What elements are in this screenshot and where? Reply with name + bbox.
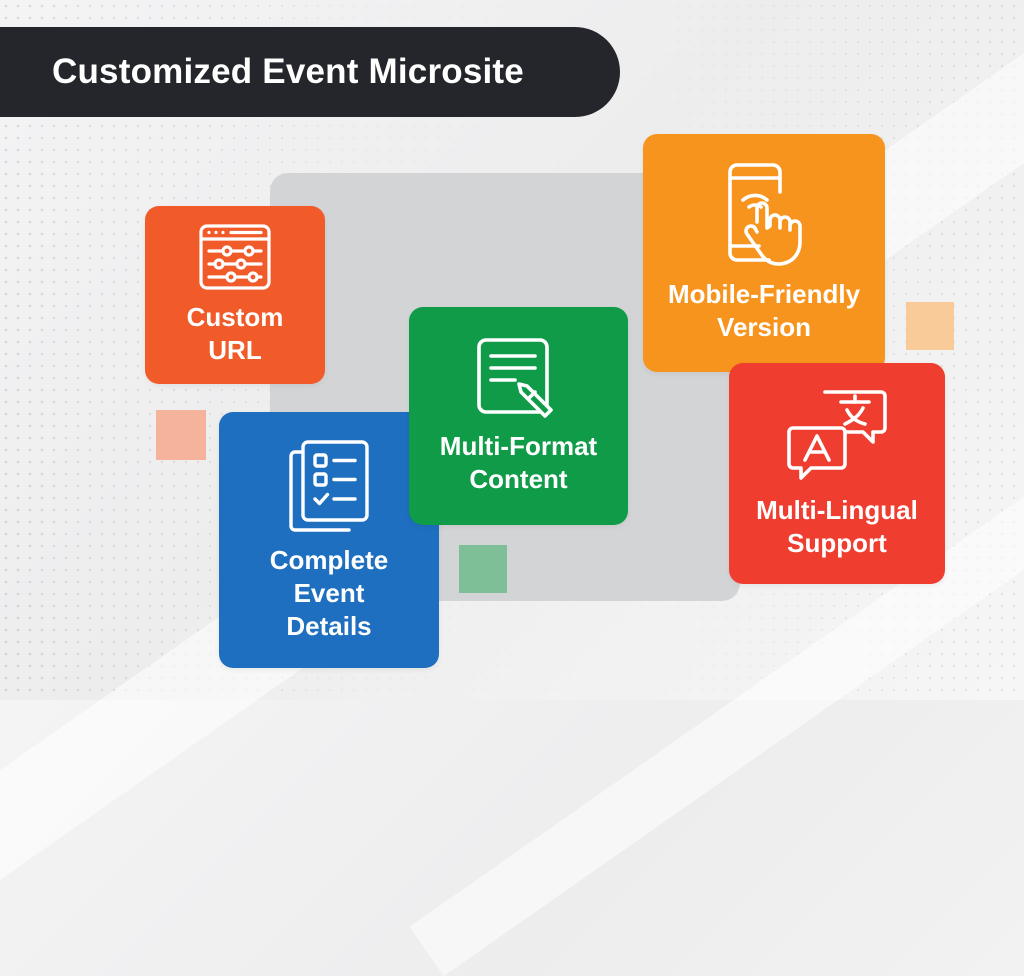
decorative-square	[156, 410, 206, 460]
multi-lingual-label: Multi-Lingual Support	[756, 494, 918, 558]
settings-sliders-icon	[199, 224, 271, 290]
decorative-square	[459, 545, 507, 593]
mobile-friendly-label: Mobile-Friendly Version	[667, 279, 861, 342]
touch-phone-icon	[728, 163, 802, 266]
complete-event-details-label: Complete Event Details	[269, 544, 389, 641]
translate-icon	[787, 389, 887, 480]
multi-lingual-card: Multi-Lingual Support	[729, 363, 945, 584]
complete-event-details-card: Complete Event Details	[219, 412, 439, 668]
page-title: Customized Event Microsite	[52, 52, 524, 91]
document-edit-icon	[476, 338, 553, 418]
mobile-friendly-card: Mobile-Friendly Version	[643, 134, 885, 372]
title-bar: Customized Event Microsite	[0, 27, 620, 117]
decorative-square	[906, 302, 954, 350]
multi-format-content-card: Multi-Format Content	[409, 307, 628, 525]
multi-format-content-label: Multi-Format Content	[439, 431, 598, 494]
checklist-icon	[289, 439, 369, 532]
custom-url-card: Custom URL	[145, 206, 325, 384]
custom-url-label: Custom URL	[186, 302, 284, 365]
